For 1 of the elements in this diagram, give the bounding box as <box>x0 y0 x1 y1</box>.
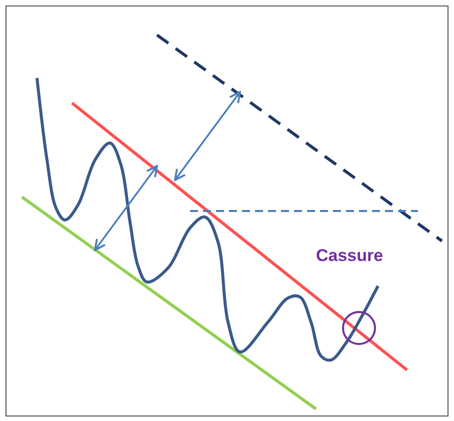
breakout-label: Cassure <box>316 246 384 266</box>
